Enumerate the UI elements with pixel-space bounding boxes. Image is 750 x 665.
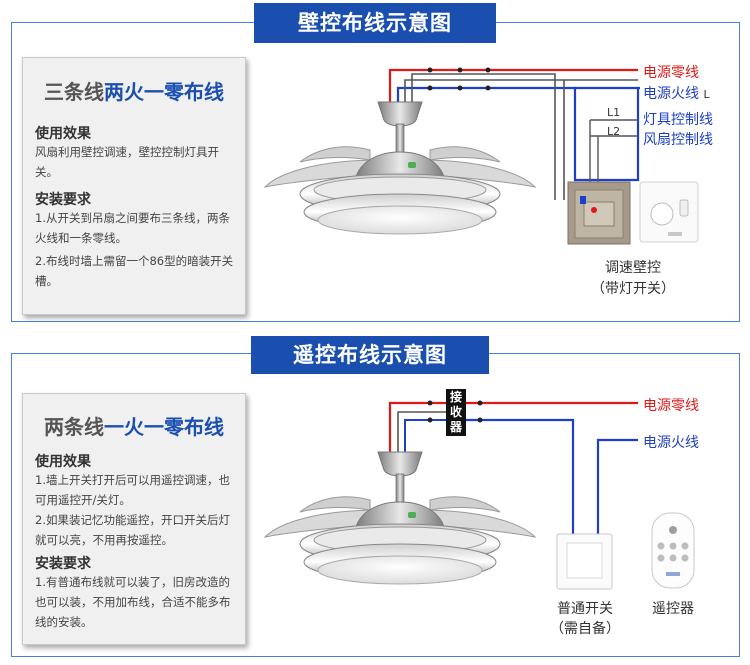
install-text: 1.有普通布线就可以装了，旧房改造的也可以装，不用加布线，合适不能多布线的安装。 (35, 575, 231, 629)
wall-control-info-title: 三条线两火一零布线 (23, 76, 245, 105)
title-wire-count: 三条线 (44, 80, 104, 104)
l1-label: L1 (607, 106, 621, 119)
remote-control-info-box: 两条线一火一零布线 使用效果 1.墙上开关打开后可以用遥控调速，也可用遥控开/关… (22, 393, 246, 645)
remote-control-banner: 遥控布线示意图 (251, 336, 489, 374)
live-text: 电源火线 (643, 86, 699, 102)
title-wire-count: 两条线 (44, 415, 104, 439)
light-control-label: 灯具控制线 (643, 112, 713, 128)
live-suffix: L (703, 88, 710, 101)
wall-control-banner: 壁控布线示意图 (254, 3, 496, 43)
install-text-1: 1.从开关到吊扇之间要布三条线，两条火线和一条零线。 (35, 211, 230, 245)
wall-control-caption-1: 调速壁控 (605, 260, 661, 276)
switch-caption-2: （需自备） (550, 621, 620, 637)
receiver-box: 接收器 (446, 389, 466, 436)
usage-text-1: 1.墙上开关打开后可以用遥控调速，也可用遥控开/关灯。 (35, 473, 230, 507)
wall-control-caption-2: （带灯开关） (591, 281, 675, 297)
usage-heading: 使用效果 (35, 126, 91, 142)
bottom-neutral-label: 电源零线 (643, 398, 699, 414)
install-heading: 安装要求 (35, 556, 91, 572)
install-heading: 安装要求 (35, 192, 91, 208)
remote-control-info-title: 两条线一火一零布线 (23, 411, 245, 440)
install-text-2: 2.布线时墙上需留一个86型的暗装开关槽。 (35, 254, 234, 288)
usage-text: 风扇利用壁控调速，壁控控制灯具开关。 (35, 145, 219, 179)
top-live-label: 电源火线 L (643, 83, 710, 103)
usage-heading: 使用效果 (35, 454, 91, 470)
bottom-live-label: 电源火线 (643, 435, 699, 451)
fan-control-label: 风扇控制线 (643, 132, 713, 148)
title-wiring-type: 两火一零布线 (104, 80, 224, 104)
wall-control-info-box: 三条线两火一零布线 使用效果 风扇利用壁控调速，壁控控制灯具开关。 安装要求 1… (22, 57, 246, 315)
usage-text-2: 2.如果装记忆功能遥控，开口开关后灯就可以亮，不用再按遥控。 (35, 513, 230, 547)
title-wiring-type: 一火一零布线 (104, 415, 224, 439)
remote-caption: 遥控器 (652, 601, 694, 617)
l2-label: L2 (607, 125, 621, 138)
top-neutral-label: 电源零线 (643, 65, 699, 81)
switch-caption-1: 普通开关 (557, 601, 613, 617)
